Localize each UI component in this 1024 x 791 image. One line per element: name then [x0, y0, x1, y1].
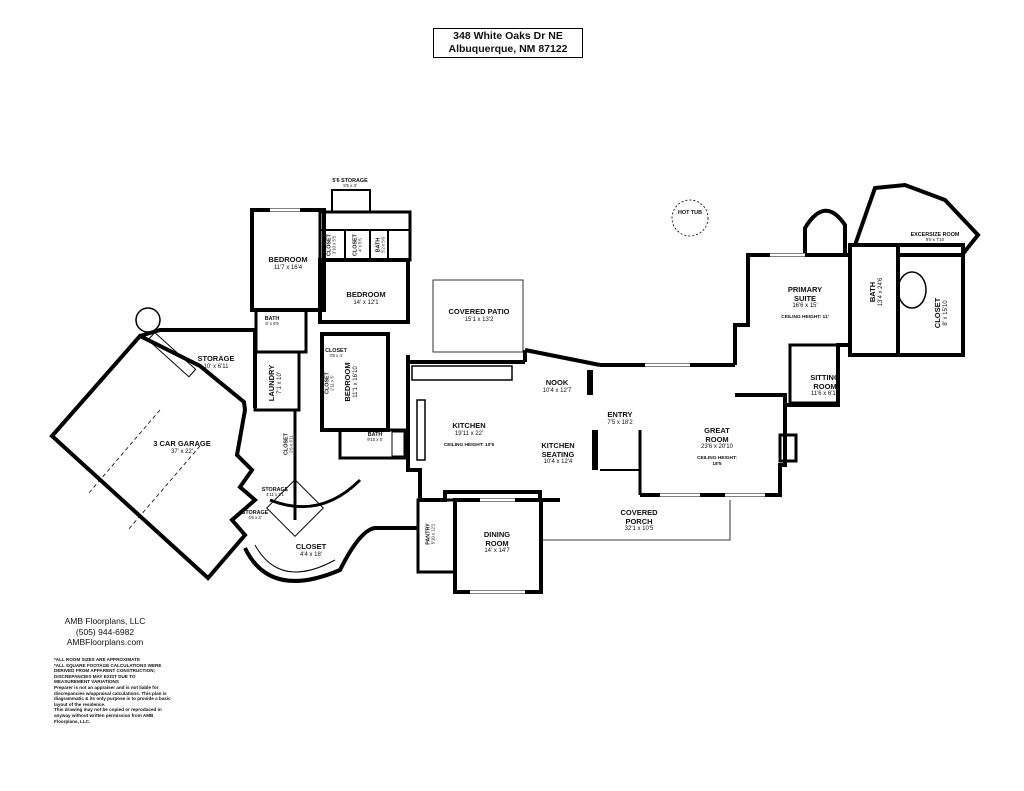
stair: [266, 479, 324, 537]
room-label-hot-tub: HOT TUB: [678, 210, 702, 216]
garage-wall: [49, 333, 259, 581]
note-line: *ALL ROOM SIZES ARE APPROXIMATE: [54, 657, 141, 662]
note-line: DISCREPANCIES MAY EXIST DUE TO: [54, 673, 136, 679]
garage-door-line: [87, 409, 161, 495]
storage-top-wall: [331, 189, 371, 213]
exercise-wall: [853, 182, 981, 257]
fireplace: [778, 433, 798, 463]
company-website: AMBFloorplans.com: [66, 637, 144, 647]
address-line1: 348 White Oaks Dr NE: [453, 30, 563, 42]
porch-outline: [540, 500, 731, 541]
note-line: This drawing may not be copied or reprod…: [54, 707, 162, 713]
closet-curve-wall: [243, 526, 418, 583]
primary-tub: [897, 271, 927, 309]
company-phone: (505) 944-6982: [75, 626, 135, 637]
garage-shelf: [147, 331, 197, 378]
kitchen-island: [416, 399, 426, 461]
hot-tub: [671, 199, 709, 237]
address-box: 348 White Oaks Dr NE Albuquerque, NM 871…: [433, 28, 583, 58]
shower-curve: [803, 208, 847, 255]
note-line: discrepancies w/appraisal calculations. …: [54, 690, 167, 696]
note-line: Floorplans, LLC.: [54, 718, 91, 724]
note-line: Preparer is not an appraiser and is not …: [54, 684, 159, 690]
covered-patio: [432, 279, 524, 353]
garage-door-line: [127, 445, 201, 531]
pantry-wall: [416, 498, 457, 574]
note-line: anyway without written permission from A…: [54, 712, 154, 718]
company-name: AMB Floorplans, LLC: [64, 616, 146, 626]
note-line: DERIVED FROM APPARENT CONSTRUCTION;: [54, 668, 156, 674]
disclaimer-notes: *ALL ROOM SIZES ARE APPROXIMATE *ALL SQU…: [54, 657, 204, 724]
bath-small-wall: [254, 308, 308, 354]
curved-stair-wall: [269, 478, 362, 509]
sitting-room-wall: [788, 343, 840, 405]
note-line: layout of the residence.: [54, 701, 106, 707]
note-line: diagrammatic & its only purpose is to pr…: [54, 696, 171, 702]
note-line: *ALL SQUARE FOOTAGE CALCULATIONS WERE: [54, 662, 162, 668]
note-line: MEASUREMENT VARIATIONS: [54, 679, 119, 685]
kitchen-counter: [411, 365, 513, 381]
address-line2: Albuquerque, NM 87122: [448, 43, 568, 55]
spiral-stair: [135, 307, 161, 333]
company-block: AMB Floorplans, LLC (505) 944-6982 AMBFl…: [40, 616, 170, 648]
tub-mid: [391, 431, 405, 457]
primary-closet-wall: [896, 243, 965, 357]
